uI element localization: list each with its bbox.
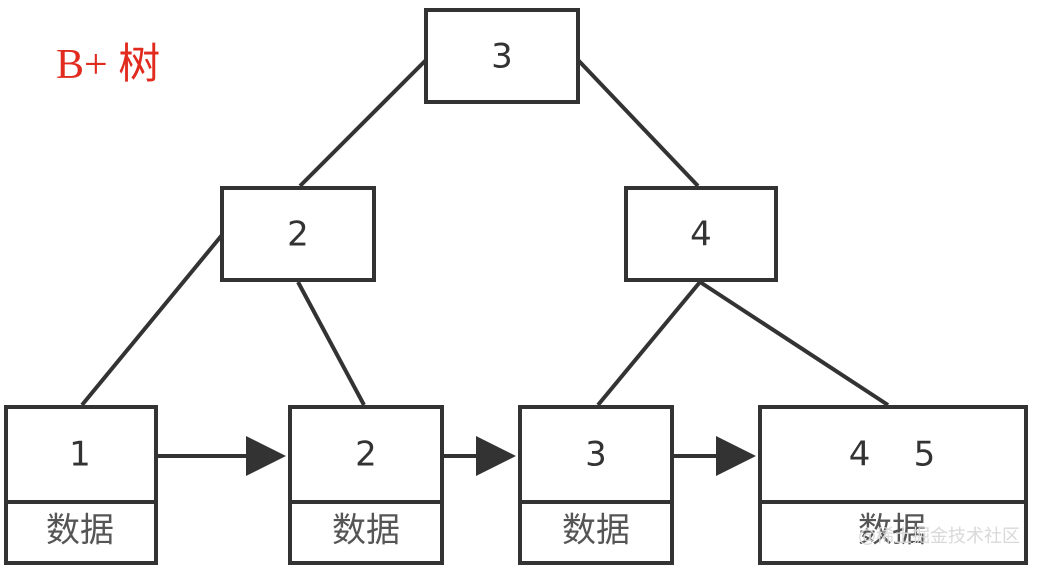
internal-node-right-key: 4 — [690, 215, 712, 255]
edge-left-to-leaf-1 — [80, 233, 224, 407]
root-node: 3 — [424, 8, 580, 104]
leaf-node-4: 4 5 数据 — [758, 405, 1028, 565]
edge-left-to-leaf-2 — [296, 281, 366, 406]
root-node-key: 3 — [491, 37, 513, 77]
leaf-node-3: 3 数据 — [518, 405, 674, 565]
internal-node-right: 4 — [624, 186, 778, 282]
leaf-node-2-data: 数据 — [332, 511, 400, 551]
internal-node-left: 2 — [220, 186, 376, 282]
leaf-node-4-data: 数据 — [858, 511, 926, 551]
diagram-title: B+ 树 — [56, 42, 161, 88]
watermark: @稀土掘金技术社区 — [858, 526, 1020, 547]
leaf-node-2: 2 数据 — [288, 405, 444, 565]
leaf-node-3-key: 3 — [585, 435, 607, 475]
leaf-node-1-data: 数据 — [46, 511, 114, 551]
edge-root-to-left — [298, 58, 428, 188]
edge-root-to-right — [576, 58, 700, 188]
leaf-node-3-data: 数据 — [562, 511, 630, 551]
internal-node-left-key: 2 — [287, 215, 309, 255]
leaf-node-2-key: 2 — [355, 435, 377, 475]
leaf-node-1: 1 数据 — [4, 405, 158, 565]
leaf-node-4-keys: 4 5 — [849, 435, 936, 475]
edge-right-to-leaf-4 — [698, 280, 890, 407]
leaf-node-1-key: 1 — [69, 435, 91, 475]
edge-right-to-leaf-3 — [596, 280, 702, 407]
